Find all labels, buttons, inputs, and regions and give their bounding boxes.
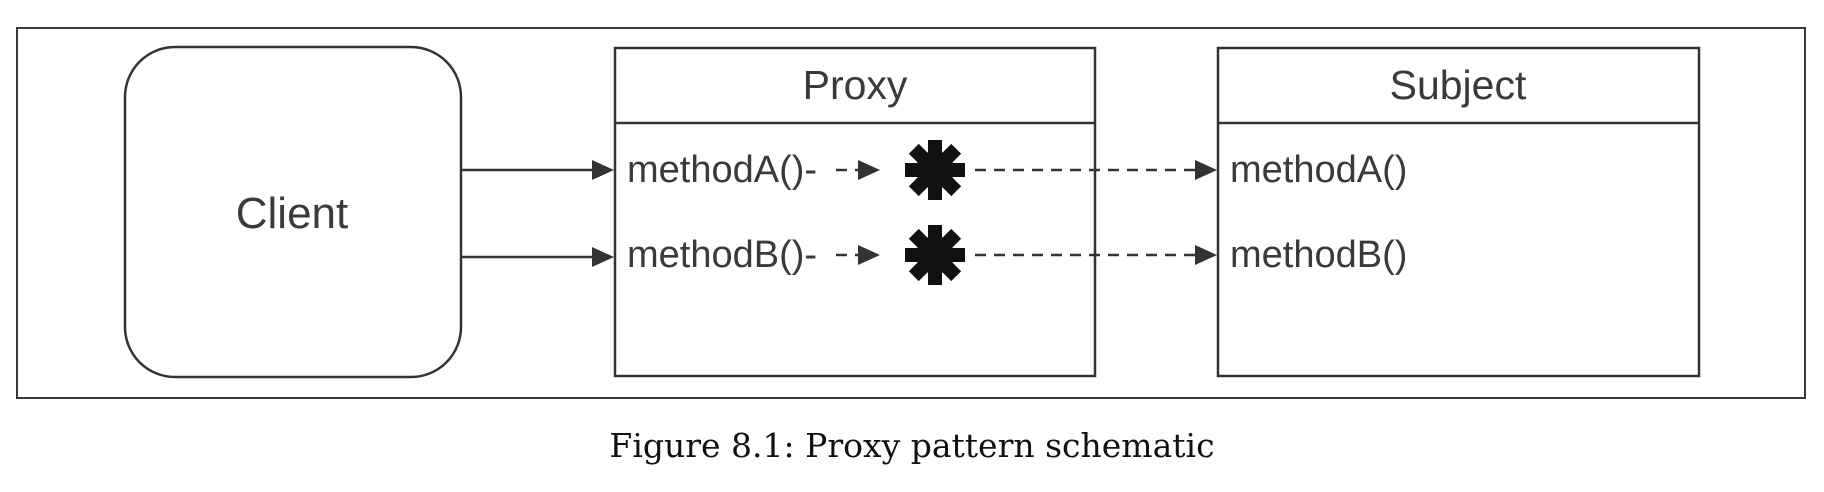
figure-caption: Figure 8.1: Proxy pattern schematic [609, 426, 1215, 465]
client-to-proxy-arrow-b [461, 247, 614, 267]
proxy-box [613, 46, 1097, 378]
gear-icon [905, 225, 965, 285]
subject-method-b: methodB() [1230, 234, 1407, 276]
subject-method-a: methodA() [1230, 149, 1407, 191]
proxy-diagram: Client Proxy methodA()- methodB()- Subje… [123, 45, 1701, 379]
gear-to-subject-arrow-a [975, 160, 1217, 180]
gear-to-subject-arrow-b [975, 245, 1217, 265]
method-b-to-gear-arrow [836, 245, 880, 265]
proxy-title: Proxy [803, 62, 908, 108]
subject-title: Subject [1390, 62, 1527, 108]
method-a-to-gear-arrow [836, 160, 880, 180]
proxy-method-a: methodA()- [627, 149, 817, 191]
client-box [123, 45, 463, 379]
client-label: Client [236, 189, 349, 238]
gear-icon [905, 140, 965, 200]
proxy-method-b: methodB()- [627, 234, 817, 276]
subject-box [1216, 46, 1701, 378]
client-to-proxy-arrow-a [461, 160, 614, 180]
